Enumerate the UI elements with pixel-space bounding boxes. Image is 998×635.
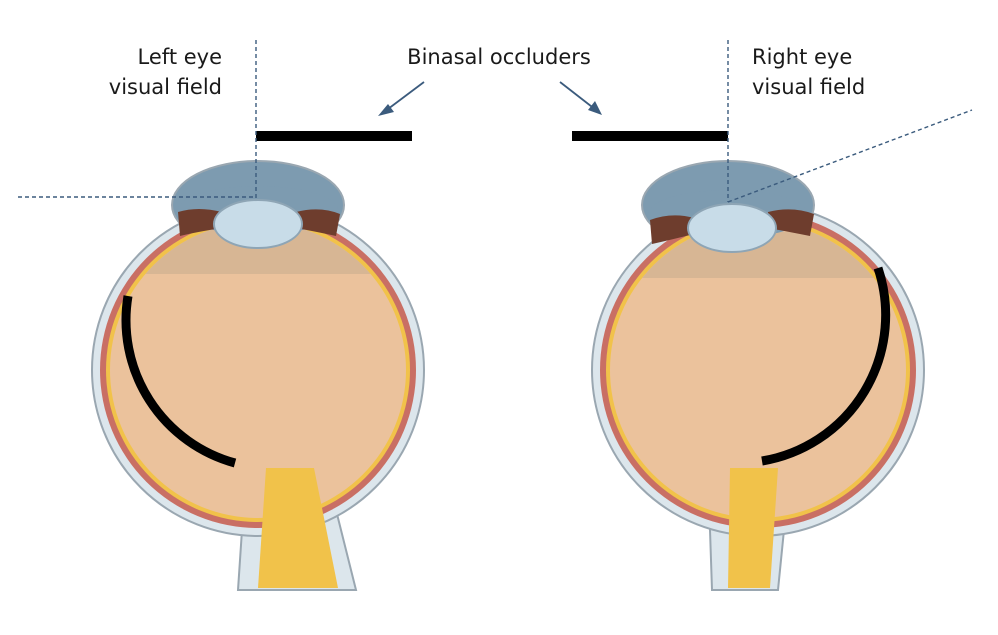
arrow-down-right-icon [559,81,602,115]
right-lens [687,203,777,253]
right-eye-visual-field-label: Right eye visual field [752,42,865,102]
right-ciliary-body-left [650,215,694,244]
right-blocked-retina-arc [761,266,891,466]
right-eye-label-line1: Right eye [752,45,853,69]
right-eye [591,160,925,591]
right-vitreous [610,222,906,518]
left-optic-nerve [258,468,338,588]
left-blocked-retina-arc [121,295,237,468]
left-vitreous [110,222,406,518]
left-eye-label-line1: Left eye [137,45,222,69]
right-occluder-bar [572,131,728,141]
right-ciliary-body-right [768,209,814,236]
binasal-occluders-label: Binasal occluders [0,42,998,72]
left-ciliary-body-right [296,209,340,236]
right-diagonal-guide [727,109,973,203]
visual-field-guides [18,40,973,203]
left-ciliary-body-left [178,209,222,236]
left-eye-visual-field-label: Left eye visual field [109,42,222,102]
arrow-down-left-icon [378,81,425,116]
left-occluder-bar [256,131,412,141]
right-eye-label-line2: visual field [752,75,866,99]
left-eye [91,160,425,591]
left-eye-label-line2: visual field [108,75,222,99]
occluders-label-text: Binasal occluders [407,45,591,69]
left-lens [213,199,303,249]
right-optic-nerve [728,468,778,588]
